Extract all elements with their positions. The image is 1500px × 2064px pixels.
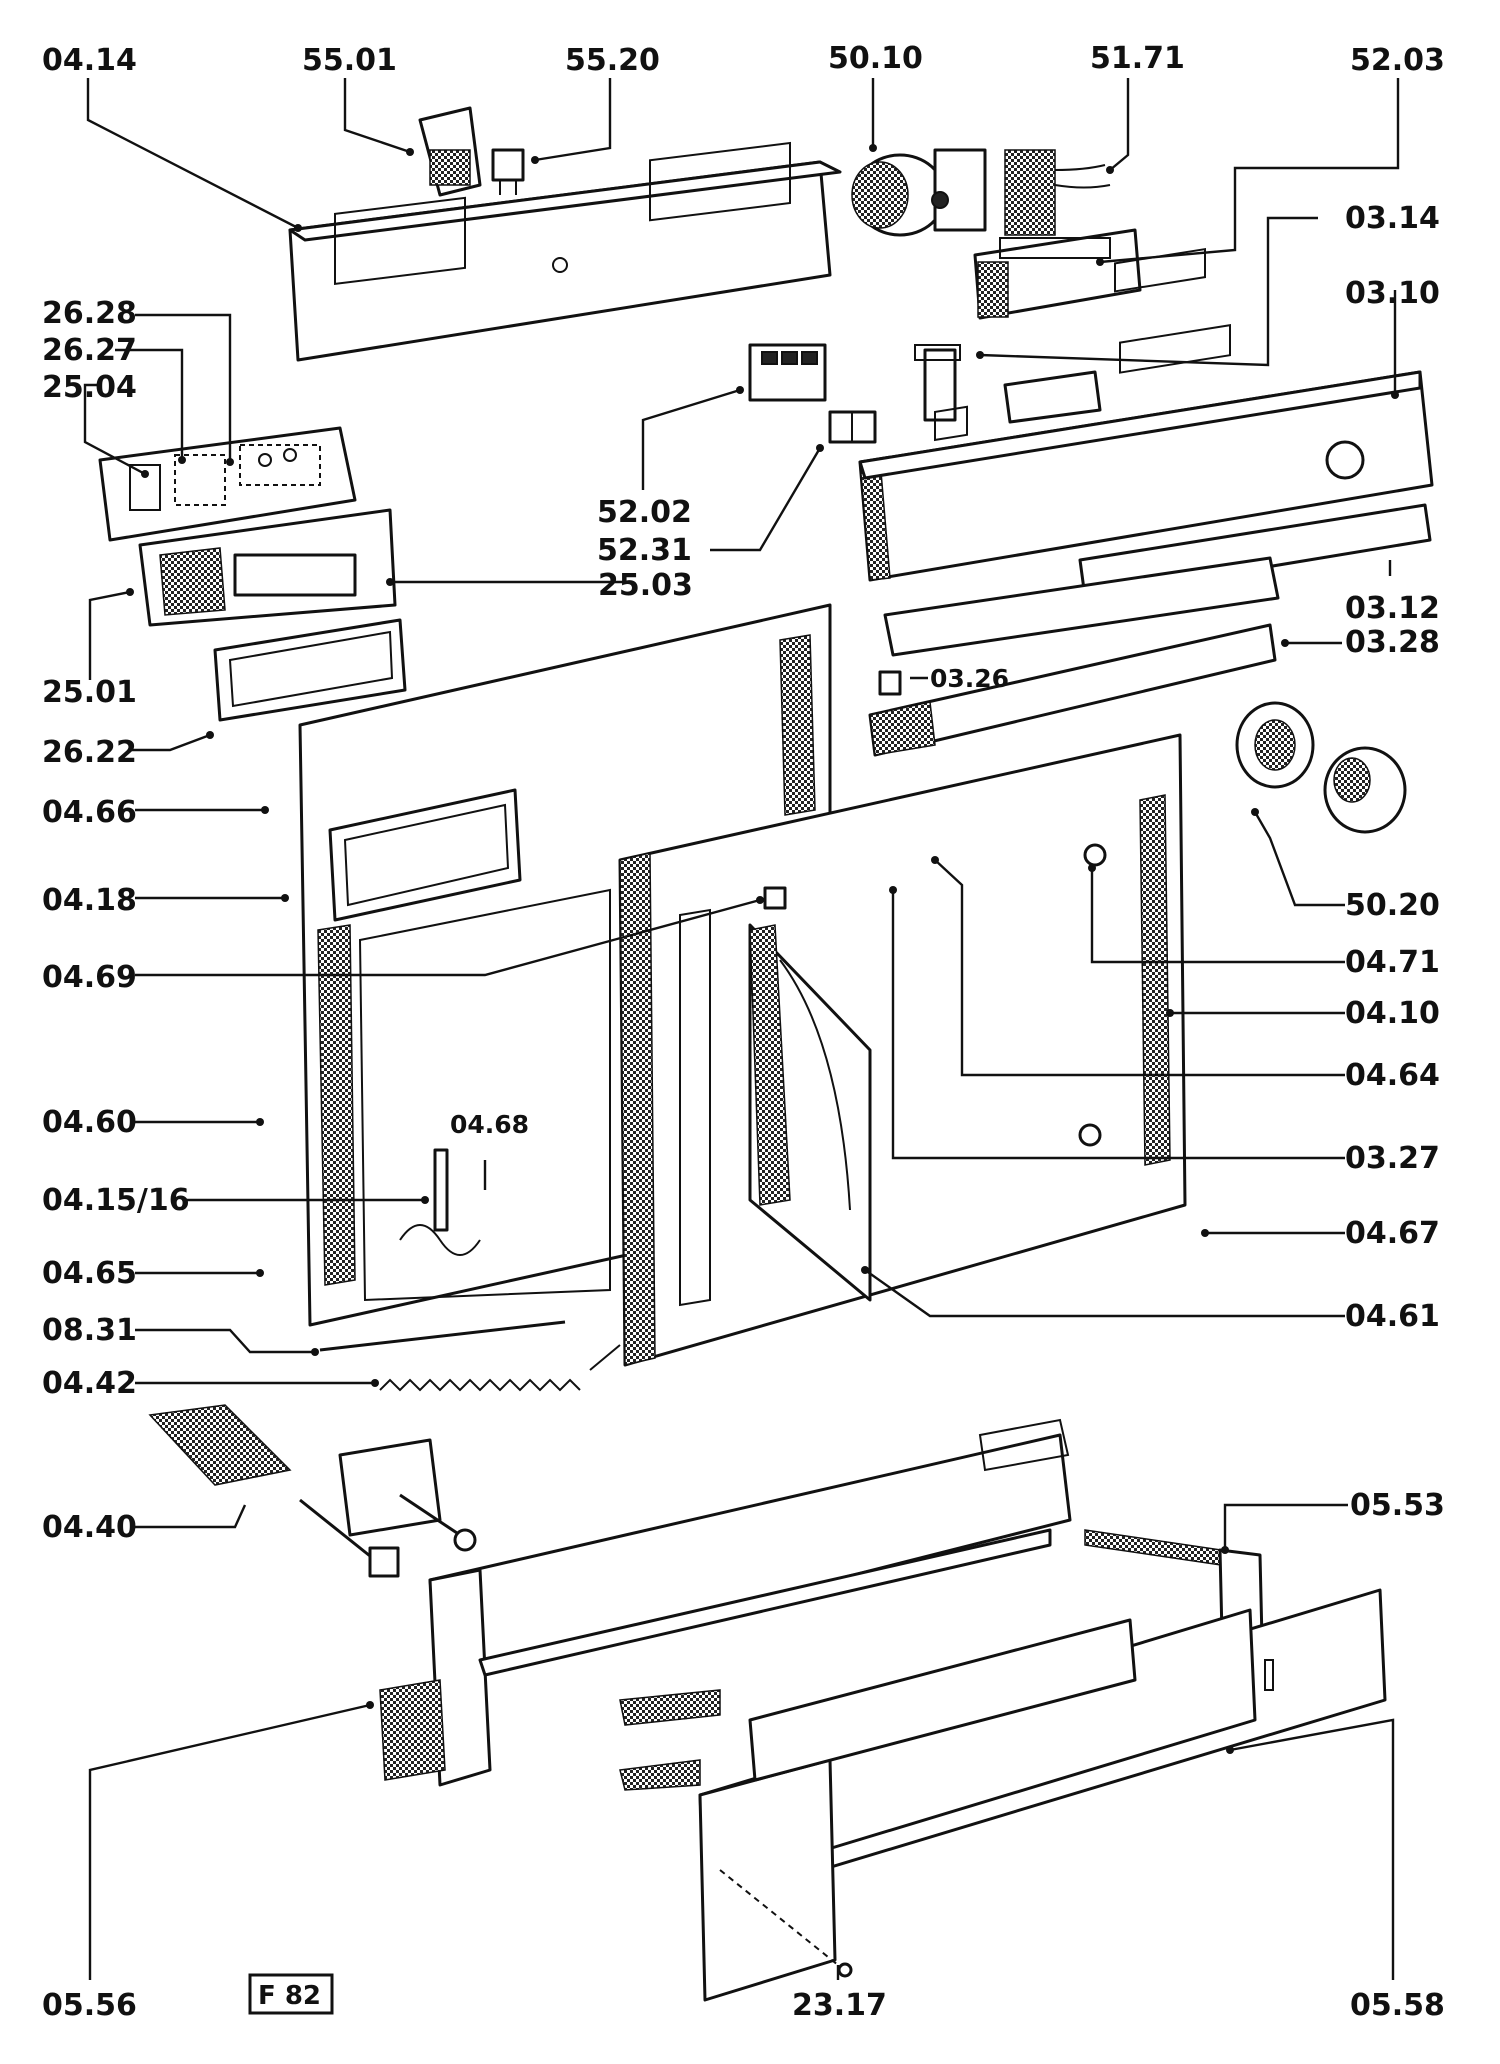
part-bar <box>319 1320 566 1352</box>
label-04-68: 04.68 <box>450 1110 529 1139</box>
part-display-housing <box>98 426 357 542</box>
label-23-17: 23.17 <box>792 1988 887 2023</box>
label-26-27: 26.27 <box>42 333 137 368</box>
label-04-18: 04.18 <box>42 883 137 918</box>
part-switch-bracket <box>418 106 482 197</box>
label-26-22: 26.22 <box>42 735 137 770</box>
label-05-56: 05.56 <box>42 1988 137 2023</box>
label-05-58: 05.58 <box>1350 1988 1445 2023</box>
part-connector-block <box>828 410 877 444</box>
label-03-14: 03.14 <box>1345 201 1440 236</box>
label-04-65: 04.65 <box>42 1256 137 1291</box>
label-52-03: 52.03 <box>1350 43 1445 78</box>
part-hinge-mechanism <box>748 923 872 1302</box>
label-03-26: 03.26 <box>930 664 1009 693</box>
label-04-71: 04.71 <box>1345 945 1440 980</box>
label-52-31: 52.31 <box>597 533 692 568</box>
part-control-panel <box>858 247 1434 582</box>
label-26-28: 26.28 <box>42 296 137 331</box>
label-04-67: 04.67 <box>1345 1216 1440 1251</box>
part-top-rail <box>288 141 842 362</box>
label-03-27: 03.27 <box>1345 1141 1440 1176</box>
label-50-10: 50.10 <box>828 41 923 76</box>
label-04-40: 04.40 <box>42 1510 137 1545</box>
leader-lines <box>83 78 1400 1980</box>
figure-reference-label: F 82 <box>258 1981 321 2011</box>
label-55-20: 55.20 <box>565 43 660 78</box>
label-04-69: 04.69 <box>42 960 137 995</box>
part-indicator-window <box>1003 370 1102 424</box>
part-gasket <box>213 618 407 722</box>
label-04-10: 04.10 <box>1345 996 1440 1031</box>
part-knobs <box>1235 701 1407 834</box>
label-50-20: 50.20 <box>1345 888 1440 923</box>
label-04-15-16: 04.15/16 <box>42 1183 190 1218</box>
label-51-71: 51.71 <box>1090 41 1185 76</box>
label-05-53: 05.53 <box>1350 1488 1445 1523</box>
part-switch-holder <box>914 344 961 422</box>
label-08-31: 08.31 <box>42 1313 137 1348</box>
label-03-28: 03.28 <box>1345 625 1440 660</box>
part-timer-motor <box>851 148 987 237</box>
part-lower-panel <box>619 1618 1137 2002</box>
label-03-12: 03.12 <box>1345 591 1440 626</box>
part-hinge-assembly <box>148 1404 477 1578</box>
part-labels: 04.14 55.01 55.20 50.10 51.71 52.03 03.1… <box>42 41 1445 2023</box>
part-panel-rail <box>868 556 1280 757</box>
part-tension-spring <box>379 1344 621 1392</box>
part-base-frame <box>379 1418 1072 1787</box>
label-52-02: 52.02 <box>597 495 692 530</box>
part-spring-bracket <box>399 1148 481 1256</box>
label-04-66: 04.66 <box>42 795 137 830</box>
label-03-10: 03.10 <box>1345 276 1440 311</box>
figure-reference: F 82 <box>248 1973 334 2015</box>
leader-dots <box>126 144 1399 1754</box>
part-relay <box>748 343 827 402</box>
label-55-01: 55.01 <box>302 43 397 78</box>
part-wiring-harness <box>1004 149 1111 236</box>
part-control-module <box>973 228 1142 320</box>
label-04-60: 04.60 <box>42 1105 137 1140</box>
label-04-42: 04.42 <box>42 1366 137 1401</box>
label-04-14: 04.14 <box>42 43 137 78</box>
part-microswitch <box>491 148 525 195</box>
label-25-03: 25.03 <box>598 568 693 603</box>
label-04-61: 04.61 <box>1345 1299 1440 1334</box>
label-25-04: 25.04 <box>42 370 137 405</box>
label-25-01: 25.01 <box>42 675 137 710</box>
part-door-lock <box>138 508 397 627</box>
label-04-64: 04.64 <box>1345 1058 1440 1093</box>
part-panel-screw <box>763 886 787 910</box>
part-small-clip <box>878 670 902 696</box>
